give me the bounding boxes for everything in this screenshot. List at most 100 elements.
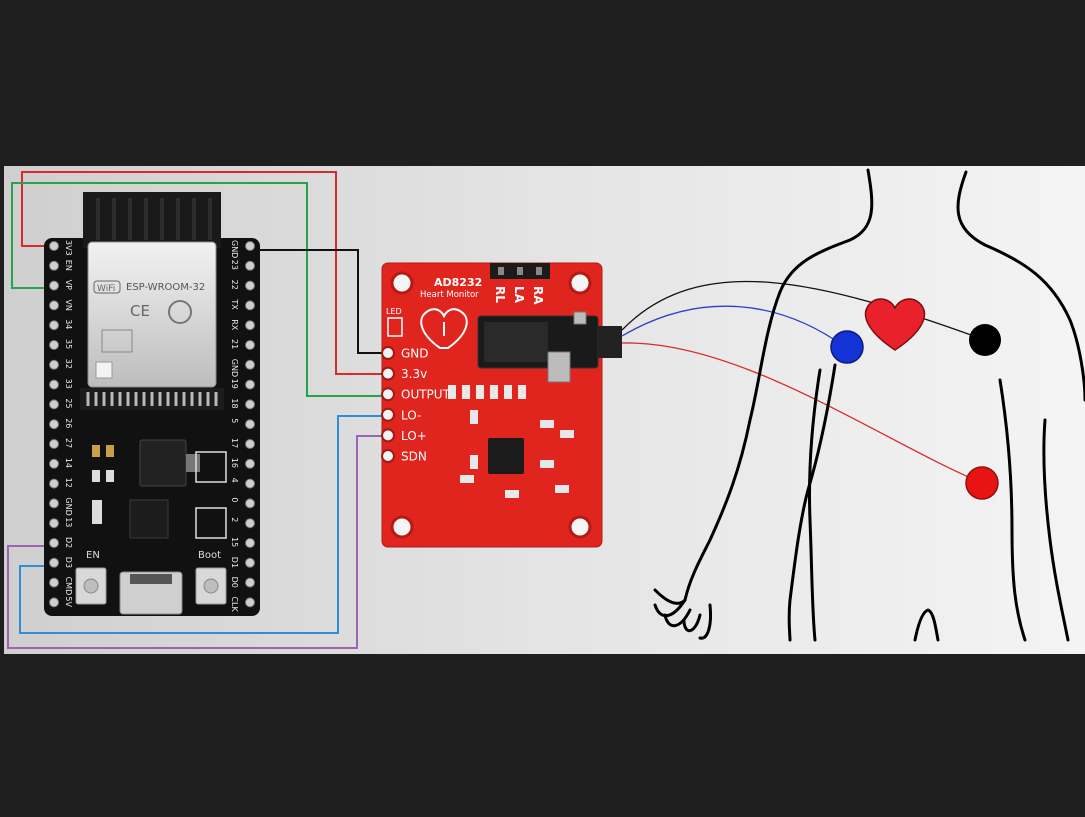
- esp32-antenna: [83, 192, 221, 248]
- heart-outline-icon: [420, 308, 468, 349]
- esp32-pin: [245, 379, 255, 390]
- hand-left: [653, 588, 712, 640]
- esp32-pin-label: 19: [230, 379, 239, 389]
- ad8232-chip-label: AD8232: [434, 276, 482, 289]
- esp32-pin: [49, 557, 59, 568]
- wire-output: [11, 182, 388, 397]
- esp32-pin: [49, 359, 59, 370]
- neck-left: [778, 168, 874, 294]
- esp32-pin-label: GND: [64, 497, 73, 515]
- waist-mark: [913, 608, 940, 642]
- electrode-label-la: LA: [512, 286, 526, 304]
- esp32-pin-label: TX: [230, 298, 239, 310]
- esp32-pin-label: 17: [230, 438, 239, 448]
- body-outline: [653, 168, 1085, 642]
- electrode-red: [965, 466, 999, 500]
- esp32-pin: [49, 340, 59, 350]
- esp32-pin: [245, 280, 255, 291]
- esp32-pin-label: CLK: [230, 596, 239, 612]
- led: [387, 317, 403, 337]
- lead-blue: [621, 305, 846, 348]
- arm-left-outer: [683, 290, 782, 602]
- esp32-shield: [87, 241, 217, 388]
- esp32-pin-header-left: [49, 241, 59, 608]
- esp32-pin-label: 21: [230, 339, 239, 349]
- esp32-pin-label: 2: [230, 517, 239, 522]
- esp32-pin-label: 25: [64, 398, 73, 408]
- en-button-label: EN: [86, 550, 100, 561]
- esp32-pin-label: GND: [230, 359, 239, 377]
- ad8232-pin: [381, 407, 395, 422]
- esp32-pin: [245, 538, 255, 548]
- en-button: [75, 567, 107, 605]
- electrode-blue: [830, 330, 864, 364]
- esp32-pin: [245, 557, 255, 568]
- ad8232-pin-label: SDN: [401, 450, 427, 464]
- esp32-pin-label: 13: [64, 517, 73, 527]
- esp32-pin: [49, 300, 59, 311]
- esp32-pin-labels-left: 3V3ENVPVN343532332526271412GND13D2D3CMD5…: [64, 240, 73, 607]
- esp32-pin: [49, 260, 59, 271]
- esp32-pin: [49, 518, 59, 529]
- esp32-pin-label: 32: [64, 359, 73, 369]
- esp32-pin: [245, 458, 255, 469]
- ad8232-pin-label: 3.3v: [401, 367, 427, 381]
- arm-right-inner: [1042, 418, 1070, 642]
- torso-left: [807, 368, 822, 642]
- esp32-pin-label: 26: [64, 418, 73, 428]
- ad8232-pin: [381, 428, 395, 443]
- electrode-label-rl: RL: [493, 286, 507, 303]
- esp32-pin-label: 23: [230, 260, 239, 270]
- esp32-pin-header-right: [245, 241, 255, 608]
- esp32-pin: [245, 260, 255, 271]
- esp32-pin: [245, 518, 255, 529]
- neck-right: [956, 170, 1085, 402]
- esp32-pin: [49, 478, 59, 489]
- esp32-pin-label: D1: [230, 557, 239, 568]
- esp32-pin-label: GND: [230, 240, 239, 258]
- wire-3v3: [21, 171, 388, 375]
- esp32-pin: [245, 340, 255, 350]
- esp32-pin-label: CMD: [64, 577, 73, 596]
- esp32-pin-label: 27: [64, 438, 73, 448]
- esp32-pin: [49, 419, 59, 430]
- ad8232-pin: [381, 449, 395, 463]
- torso-right: [998, 378, 1027, 642]
- corner-marker: [95, 361, 113, 379]
- electrode-label-ra: RA: [531, 286, 545, 305]
- ad8232-subtitle: Heart Monitor: [420, 290, 479, 300]
- esp32-pin-label: VP: [64, 280, 73, 290]
- esp32-pin-label: 12: [64, 478, 73, 488]
- audio-jack: [477, 311, 622, 383]
- esp32-pin: [49, 538, 59, 548]
- esp32-pin-label: 3V3: [64, 240, 73, 256]
- esp32-pin-label: D3: [64, 557, 73, 568]
- esp32-pin-label: RX: [230, 319, 239, 331]
- wifi-icon: WiFi: [93, 280, 121, 294]
- esp32-pin-label: 5: [230, 418, 239, 423]
- esp32-pin-label: 33: [64, 379, 73, 389]
- esp32-pin: [245, 359, 255, 370]
- esp32-pin: [245, 577, 255, 588]
- esp32-pin-label: 5V: [64, 596, 73, 607]
- esp32-pin: [49, 399, 59, 410]
- ad8232-pcb: [381, 262, 603, 548]
- ce-mark-icon: CE: [130, 302, 150, 320]
- esp32-pin: [245, 439, 255, 449]
- wire-lo-minus: [19, 415, 388, 634]
- lead-red: [621, 342, 983, 484]
- led-label: LED: [386, 307, 402, 316]
- svg-text:WiFi: WiFi: [97, 284, 115, 294]
- esp32-pin-label: 15: [230, 537, 239, 547]
- esp32-pin: [245, 399, 255, 410]
- esp32-pin-label: 35: [64, 339, 73, 349]
- boot-button-label: Boot: [198, 550, 221, 561]
- usb-uart-chip: [129, 499, 169, 539]
- esp32-pin: [245, 419, 255, 430]
- esp32-pin: [49, 241, 59, 251]
- voltage-regulator: [139, 439, 187, 487]
